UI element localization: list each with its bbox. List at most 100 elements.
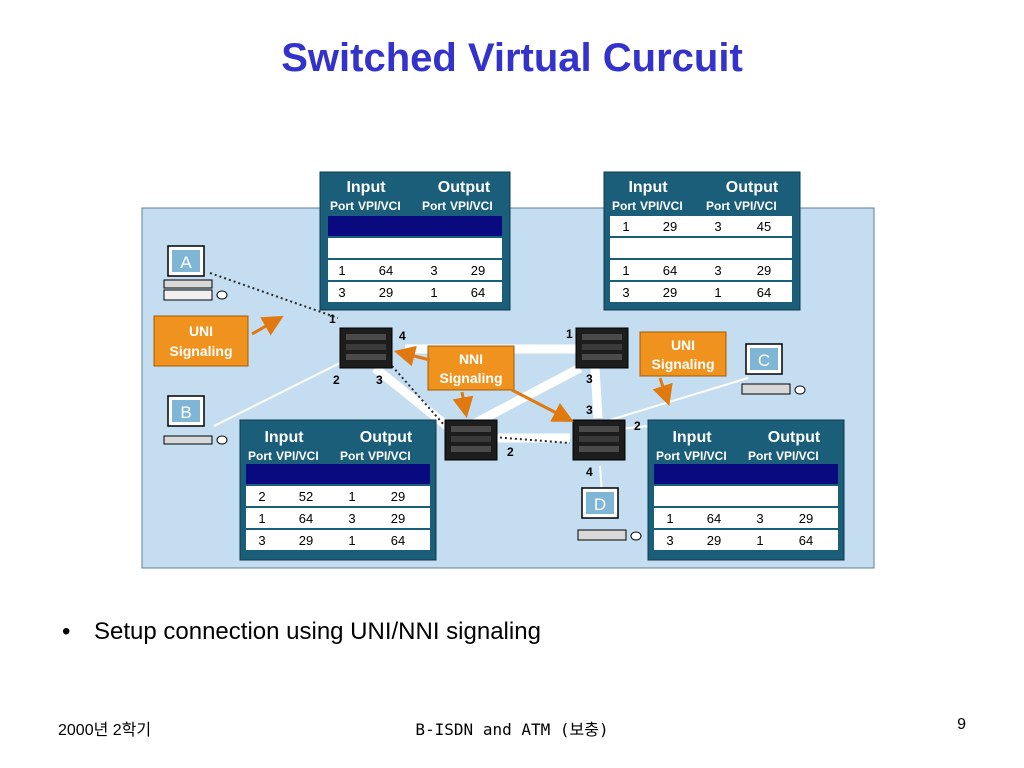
- table-header-output: Output: [726, 179, 779, 196]
- table-header-port: Port: [612, 199, 636, 213]
- table-cell: 64: [757, 285, 771, 300]
- table-cell: 3: [666, 533, 673, 548]
- port-label: 2: [634, 419, 641, 433]
- table-cell: 29: [663, 285, 677, 300]
- vc-table-top-right: Input Output Port VPI/VCI Port VPI/VCI 1…: [603, 171, 801, 311]
- table-cell: 64: [707, 511, 721, 526]
- uni-signaling-left-line1: UNI: [189, 323, 213, 339]
- uni-signaling-left: UNI Signaling: [153, 315, 249, 367]
- vc-table-bottom-right: Input Output Port VPI/VCI Port VPI/VCI 1…: [647, 419, 845, 561]
- table-cell: 3: [756, 511, 763, 526]
- table-cell: 1: [430, 285, 437, 300]
- table-cell: 3: [430, 263, 437, 278]
- table-cell: 1: [258, 511, 265, 526]
- table-cell: 29: [391, 511, 405, 526]
- port-label: 4: [399, 329, 406, 343]
- table-cell: 64: [391, 533, 405, 548]
- table-header-vpivci: VPI/VCI: [640, 199, 683, 213]
- atm-switch-3: [444, 419, 498, 461]
- table-cell: 3: [714, 219, 721, 234]
- table-header-vpivci: VPI/VCI: [450, 199, 493, 213]
- nni-signaling: NNI Signaling: [427, 345, 515, 391]
- table-cell: 29: [379, 285, 393, 300]
- bullet-item: • Setup connection using UNI/NNI signalin…: [62, 618, 541, 646]
- table-header-port: Port: [248, 449, 272, 463]
- table-cell: 1: [348, 533, 355, 548]
- table-cell: 1: [338, 263, 345, 278]
- signaling-arrows: [251, 315, 673, 422]
- terminal-c: C: [741, 343, 806, 395]
- port-label: 3: [586, 372, 593, 386]
- table-header-input: Input: [672, 429, 712, 446]
- table-header-vpivci: VPI/VCI: [368, 449, 411, 463]
- table-header-port: Port: [340, 449, 364, 463]
- vc-table-bottom-left: Input Output Port VPI/VCI Port VPI/VCI 2…: [239, 419, 437, 561]
- bullet-dot: •: [62, 618, 71, 645]
- table-cell: 45: [757, 219, 771, 234]
- table-header-output: Output: [438, 179, 491, 196]
- table-header-port: Port: [656, 449, 680, 463]
- table-cell: 29: [471, 263, 485, 278]
- table-cell: 3: [622, 285, 629, 300]
- table-cell: 1: [666, 511, 673, 526]
- uni-signaling-right: UNI Signaling: [639, 331, 727, 377]
- port-label: 1: [329, 312, 336, 326]
- table-cell: 64: [663, 263, 677, 278]
- table-header-vpivci: VPI/VCI: [734, 199, 777, 213]
- uni-signaling-right-line1: UNI: [671, 337, 695, 353]
- terminal-a-label: A: [180, 253, 192, 272]
- terminal-d-label: D: [594, 495, 606, 514]
- table-cell: 3: [348, 511, 355, 526]
- table-cell: 64: [379, 263, 393, 278]
- footer-course: B-ISDN and ATM (보충): [415, 720, 609, 739]
- table-cell: 29: [391, 489, 405, 504]
- table-cell: 3: [338, 285, 345, 300]
- table-cell: 64: [799, 533, 813, 548]
- uni-signaling-right-line2: Signaling: [652, 356, 715, 372]
- terminal-c-label: C: [758, 351, 770, 370]
- uni-signaling-left-line2: Signaling: [170, 343, 233, 359]
- table-cell: 1: [622, 219, 629, 234]
- port-label: 3: [376, 373, 383, 387]
- table-header-input: Input: [628, 179, 668, 196]
- table-cell: 1: [756, 533, 763, 548]
- table-cell: 29: [663, 219, 677, 234]
- table-header-output: Output: [768, 429, 821, 446]
- terminal-b: B: [163, 395, 228, 445]
- table-cell: 29: [757, 263, 771, 278]
- nni-signaling-line1: NNI: [459, 351, 483, 367]
- table-header-input: Input: [346, 179, 386, 196]
- terminal-b-label: B: [180, 403, 191, 422]
- terminal-d: D: [577, 487, 642, 541]
- table-cell: 3: [258, 533, 265, 548]
- table-cell: 2: [258, 489, 265, 504]
- atm-switch-2: [575, 327, 629, 369]
- port-label: 3: [586, 403, 593, 417]
- port-label: 2: [333, 373, 340, 387]
- table-cell: 29: [707, 533, 721, 548]
- table-cell: 64: [299, 511, 313, 526]
- table-header-vpivci: VPI/VCI: [776, 449, 819, 463]
- table-header-output: Output: [360, 429, 413, 446]
- nni-signaling-line2: Signaling: [440, 370, 503, 386]
- table-header-port: Port: [422, 199, 446, 213]
- table-cell: 1: [348, 489, 355, 504]
- vc-table-top-left: Input Output Port VPI/VCI Port VPI/VCI 1…: [319, 171, 511, 311]
- table-cell: 1: [714, 285, 721, 300]
- table-header-vpivci: VPI/VCI: [684, 449, 727, 463]
- port-label: 2: [507, 445, 514, 459]
- port-label: 4: [586, 465, 593, 479]
- table-cell: 64: [471, 285, 485, 300]
- footer-semester: 2000년 2학기: [58, 722, 152, 739]
- footer-page-number: 9: [957, 716, 966, 733]
- table-cell: 1: [622, 263, 629, 278]
- atm-switch-4: [572, 419, 626, 461]
- table-header-input: Input: [264, 429, 304, 446]
- port-label: 1: [566, 327, 573, 341]
- table-header-vpivci: VPI/VCI: [276, 449, 319, 463]
- bullet-text: Setup connection using UNI/NNI signaling: [94, 618, 541, 645]
- table-header-port: Port: [706, 199, 730, 213]
- svc-diagram: 1 4 2 3 1 3 2 3 2 4 A B C D: [141, 171, 875, 569]
- slide-title: Switched Virtual Curcuit: [281, 36, 743, 80]
- table-cell: 29: [799, 511, 813, 526]
